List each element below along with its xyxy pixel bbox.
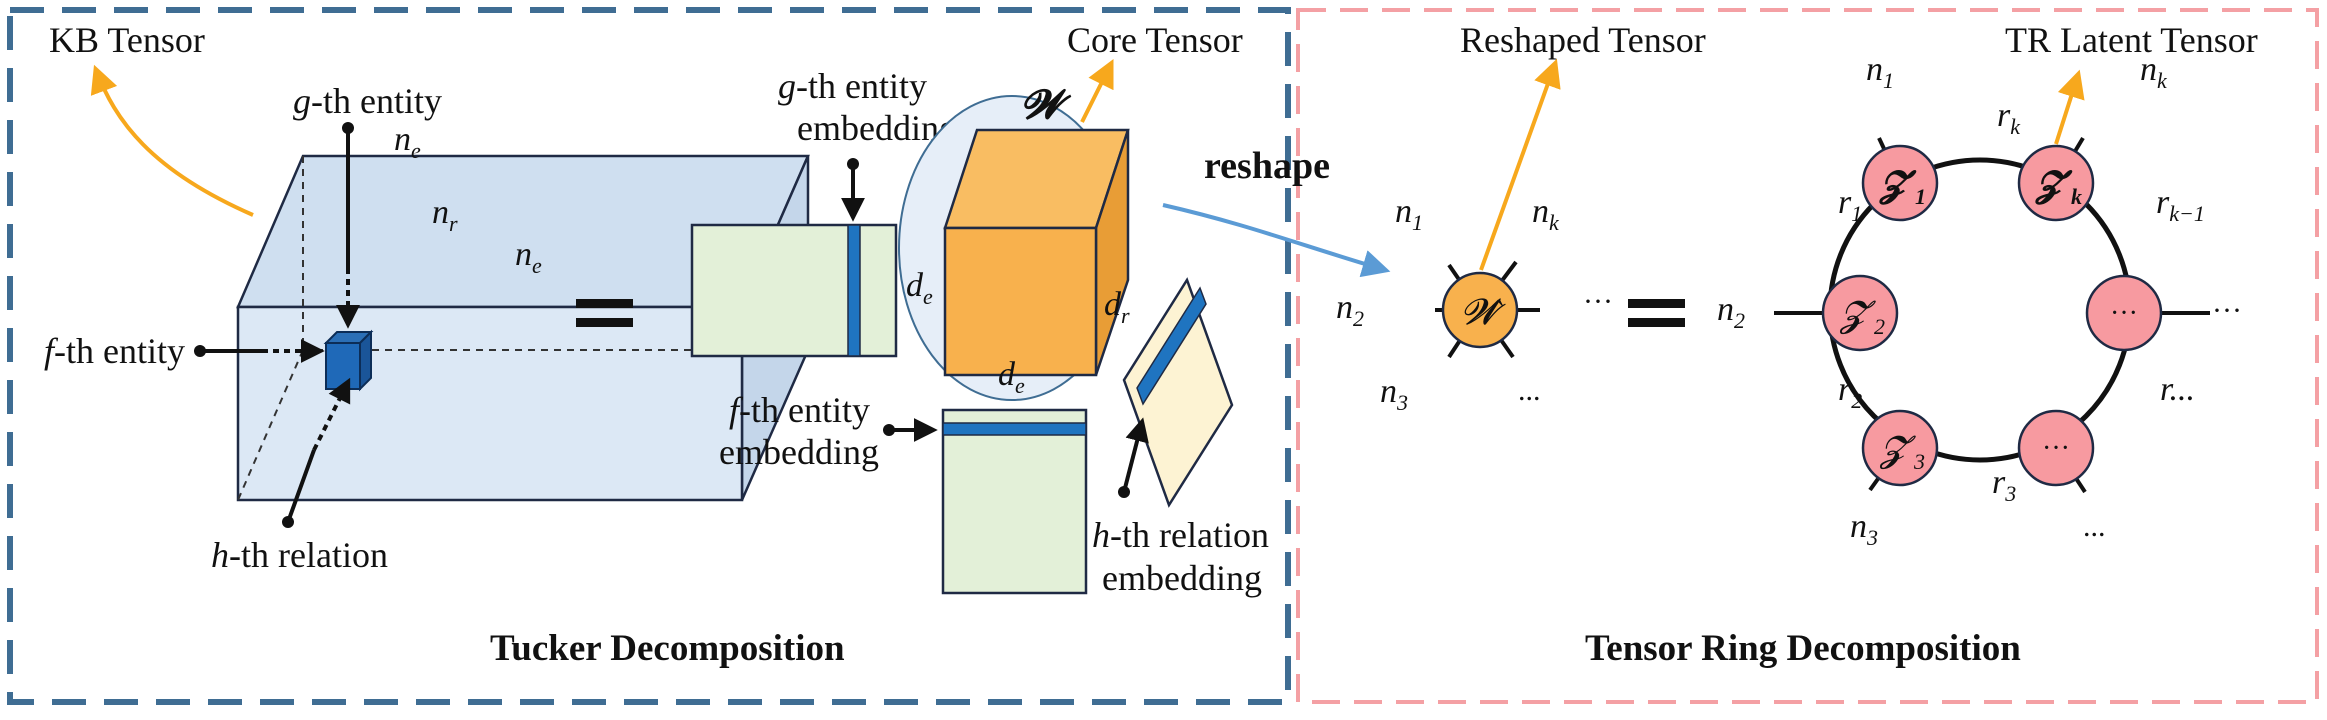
h-embedding-pointer — [1118, 417, 1149, 498]
ring-n3: n3 — [1850, 508, 1878, 550]
svg-text:···: ··· — [2110, 298, 2138, 329]
core-tensor-cube — [943, 128, 1130, 377]
h-embedding-label-line1: h-th relation — [1092, 515, 1269, 555]
dim-nr: nr — [432, 194, 458, 236]
ring-nk: nk — [2140, 51, 2168, 93]
equals-sign-left — [576, 299, 633, 327]
f-entity-pointer — [194, 339, 325, 363]
ring-rk-1: rk−1 — [2156, 184, 2205, 226]
kb-tensor-arrow — [90, 64, 254, 217]
selected-entry-cube — [323, 329, 374, 392]
f-embedding-label-line1: f-th entity — [729, 390, 870, 430]
reshape-dots-bottom: ... — [1518, 374, 1541, 407]
svg-text:3: 3 — [1913, 449, 1925, 474]
svg-text:1: 1 — [1915, 184, 1926, 209]
ring-rk: rk — [1997, 97, 2021, 139]
reshaped-tensor-arrow — [1479, 58, 1561, 271]
f-embedding-label-line2: embedding — [719, 432, 879, 472]
dim-ne-side: ne — [515, 236, 542, 278]
g-entity-pointer — [336, 122, 360, 329]
f-embedding-pointer — [883, 418, 938, 442]
ring-node-z3: 𝓩 3 — [1861, 409, 1939, 487]
reshape-n2: n2 — [1336, 289, 1364, 331]
svg-text:2: 2 — [1874, 314, 1885, 339]
g-embedding-label-line1: g-th entity — [778, 66, 927, 106]
ring-node-zk: 𝓩 k — [2017, 144, 2095, 222]
kb-tensor-label: KB Tensor — [49, 20, 205, 60]
dim-ne-top: ne — [394, 121, 421, 163]
core-tensor-label: Core Tensor — [1067, 20, 1243, 60]
tr-latent-tensor-label: TR Latent Tensor — [2005, 20, 2258, 60]
reshape-nk: nk — [1532, 193, 1560, 235]
ring-n1: n1 — [1866, 51, 1894, 93]
reshaped-tensor-label: Reshaped Tensor — [1460, 20, 1706, 60]
reshape-label: reshape — [1204, 145, 1330, 187]
ring-r2: r2 — [1838, 371, 1862, 413]
h-relation-label: h-th relation — [211, 535, 388, 575]
ring-node-dots-right: ··· — [2085, 274, 2163, 352]
core-tensor-arrow — [1080, 58, 1114, 123]
reshape-n1: n1 — [1395, 193, 1423, 235]
svg-text:k: k — [2071, 184, 2082, 209]
reshape-dots-right: ··· — [1583, 285, 1613, 318]
reshape-n3: n3 — [1380, 373, 1408, 415]
f-entity-embedding-matrix — [941, 408, 1088, 595]
reshape-arrow — [1162, 203, 1391, 278]
reshaped-tensor-node — [1441, 271, 1519, 349]
w-hat-symbol: 𝓦̂ — [1461, 292, 1506, 332]
g-entity-embedding-matrix — [690, 223, 898, 358]
ring-node-z1: 𝓩 1 — [1861, 144, 1939, 222]
tucker-decomposition-title: Tucker Decomposition — [490, 628, 845, 669]
dim-de-left: de — [906, 267, 933, 309]
ring-dots-bottom: ... — [2083, 510, 2106, 543]
f-entity-label: f-th entity — [44, 331, 185, 371]
ring-r-dots: r... — [2160, 371, 2195, 408]
g-embedding-pointer — [841, 158, 865, 222]
dim-de-bottom: de — [998, 356, 1025, 398]
h-relation-embedding-matrix — [1122, 277, 1234, 508]
ring-node-z2: 𝓩 2 — [1821, 274, 1899, 352]
ring-dots-right: ··· — [2212, 294, 2242, 327]
tucker-panel-border — [7, 7, 1291, 705]
ring-node-dots-bottom: ··· — [2017, 409, 2095, 487]
dim-dr: dr — [1104, 286, 1130, 328]
g-entity-label: g-th entity — [293, 81, 442, 121]
tr-latent-arrow — [2054, 69, 2085, 145]
equals-sign-right — [1628, 299, 1685, 327]
tensor-ring-decomposition-title: Tensor Ring Decomposition — [1585, 628, 2021, 669]
svg-text:···: ··· — [2042, 433, 2070, 464]
ring-r3: r3 — [1992, 464, 2016, 506]
h-relation-pointer — [282, 377, 351, 528]
ring-n2: n2 — [1717, 291, 1745, 333]
tensor-ring-panel-border — [1296, 8, 2319, 704]
ring-r1: r1 — [1838, 184, 1862, 226]
h-embedding-label-line2: embedding — [1102, 558, 1262, 598]
